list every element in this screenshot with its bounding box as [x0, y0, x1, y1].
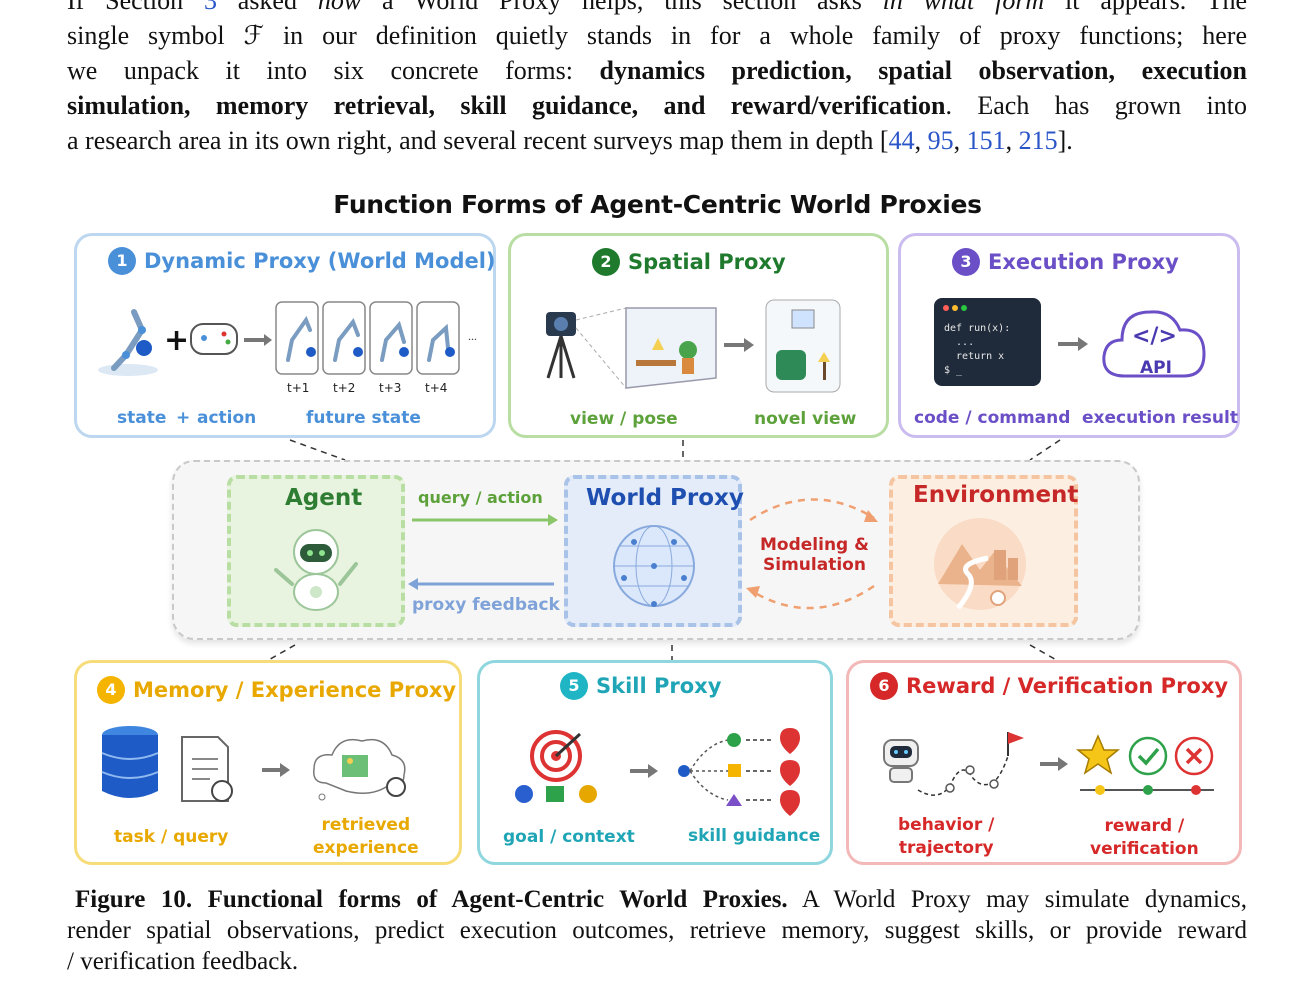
environment-title: Environment [913, 482, 1079, 508]
citation-link[interactable]: 95 [927, 126, 954, 155]
timestep-label: t+4 [425, 381, 448, 395]
paragraph-line-3: we unpack it into six concrete forms: dy… [67, 56, 1247, 85]
novel-view-label: novel view [754, 409, 857, 429]
api-label: API [1140, 358, 1172, 378]
code-command-label: code / command [914, 408, 1071, 428]
api-cloud-icon [1102, 310, 1206, 378]
section-ref-link[interactable]: 3 [203, 0, 217, 15]
number-badge: 5 [560, 672, 588, 700]
citation-link[interactable]: 215 [1018, 126, 1058, 155]
trajectory-reward-icon [883, 732, 1214, 796]
caption-line-1: Figure 10. Functional forms of Agent-Cen… [75, 886, 1248, 913]
caption-line-2: render spatial observations, predict exe… [67, 917, 1247, 944]
figure-title: Function Forms of Agent-Centric World Pr… [333, 190, 982, 219]
query-action-label: query / action [418, 488, 543, 507]
feedback-arrow-icon [408, 578, 554, 590]
timestep-label: t+3 [379, 381, 402, 395]
number-badge: 3 [952, 248, 980, 276]
robot-icon [274, 529, 358, 611]
execution-result-label: execution result [1082, 408, 1238, 428]
action-label: action [197, 408, 257, 428]
body-paragraph: If Section 3 asked how a World Proxy hel… [67, 0, 1247, 158]
view-pose-label: view / pose [570, 409, 678, 429]
target-skill-graph-icon [515, 728, 800, 816]
figure-caption: Figure 10. Functional forms of Agent-Cen… [67, 884, 1247, 977]
number-badge: 6 [870, 672, 898, 700]
behavior-trajectory-label: behavior /trajectory [898, 815, 995, 858]
paragraph-line-4: simulation, memory retrieval, skill guid… [67, 91, 1247, 120]
state-label: state [117, 408, 167, 428]
code-terminal-icon: def run(x): ... return x $ _ [934, 298, 1041, 386]
paragraph-line-2: single symbol ℱ in our definition quietl… [67, 21, 1247, 50]
citation-link[interactable]: 44 [888, 126, 915, 155]
skill-guidance-label: skill guidance [688, 826, 821, 846]
goal-context-label: goal / context [503, 827, 635, 847]
svg-text:...: ... [468, 329, 477, 343]
robot-arm-sequence-icon: + ... [98, 301, 477, 376]
agent-title: Agent [285, 485, 363, 511]
future-state-label: future state [306, 408, 421, 428]
proxy-feedback-label: proxy feedback [412, 595, 560, 615]
query-arrow-icon [412, 514, 558, 526]
modeling-simulation-label: Modeling &Simulation [760, 535, 869, 575]
svg-text:+: + [164, 323, 189, 358]
task-query-label: task / query [114, 827, 229, 847]
plus-label: + [176, 408, 191, 428]
number-badge: 4 [97, 676, 125, 704]
code-symbol: </> [1132, 324, 1177, 349]
number-badge: 2 [592, 248, 620, 276]
database-document-icon [101, 726, 406, 802]
code-snippet: def run(x): ... return x $ _ [944, 323, 1011, 376]
modeling-cycle-arrows [746, 498, 878, 610]
globe-network-icon [613, 525, 695, 607]
arrow-icon [1058, 337, 1088, 351]
camera-room-icon [546, 299, 841, 393]
paragraph-line-1: If Section 3 asked how a World Proxy hel… [67, 0, 1247, 18]
citation-link[interactable]: 151 [966, 126, 1006, 155]
landscape-icon [934, 518, 1026, 610]
number-badge: 1 [108, 247, 136, 275]
reward-verification-label: reward /verification [1090, 816, 1199, 859]
paragraph-line-5: a research area in its own right, and se… [67, 126, 1073, 155]
caption-line-3: / verification feedback. [67, 948, 299, 975]
timestep-label: t+2 [333, 381, 356, 395]
world-proxy-title: World Proxy [586, 485, 744, 511]
timestep-label: t+1 [287, 381, 310, 395]
